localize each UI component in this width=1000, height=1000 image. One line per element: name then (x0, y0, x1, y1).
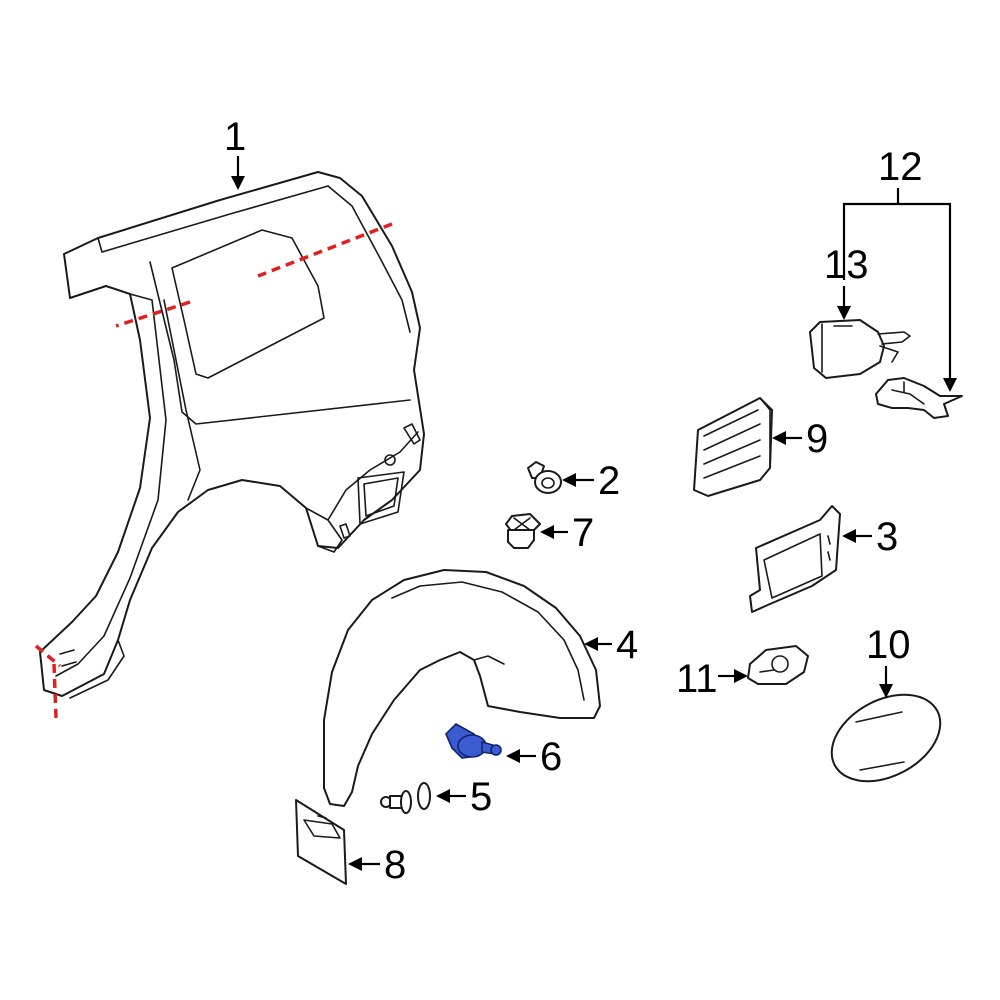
bolt-part[interactable] (527, 461, 562, 494)
callout-5-arrow (436, 789, 450, 803)
callout-4-label: 4 (616, 623, 638, 667)
callout-2-arrow (562, 473, 576, 487)
callout-10-label: 10 (866, 623, 911, 667)
lock-actuator-part[interactable] (809, 319, 911, 379)
callout-9[interactable]: 9 (772, 417, 828, 461)
callout-5[interactable]: 5 (436, 775, 492, 819)
quarter-panel[interactable] (39, 171, 425, 699)
callout-13-arrow (837, 306, 851, 320)
callout-9-label: 9 (806, 417, 828, 461)
callout-3-label: 3 (876, 515, 898, 559)
callout-7-arrow (540, 525, 554, 539)
callout-4-arrow (584, 637, 598, 651)
callout-8-arrow (348, 857, 362, 871)
callout-12-label: 12 (878, 145, 923, 189)
callout-7-label: 7 (572, 511, 594, 555)
callout-6-arrow (506, 749, 520, 763)
callout-7[interactable]: 7 (540, 511, 594, 555)
callout-3[interactable]: 3 (842, 515, 898, 559)
bracket-part[interactable] (295, 799, 347, 885)
panel-bracket-part[interactable] (749, 505, 841, 613)
callout-5-label: 5 (470, 775, 492, 819)
callout-10-arrow (879, 684, 893, 698)
callout-12[interactable]: 12 (842, 145, 957, 392)
latch-bracket-part[interactable] (875, 377, 963, 419)
callout-8-label: 8 (384, 843, 406, 887)
callout-13-label: 13 (824, 243, 869, 287)
callout-6[interactable]: 6 (506, 735, 562, 779)
callout-1-label: 1 (224, 115, 246, 159)
callout-11[interactable]: 11 (676, 657, 748, 701)
push-clip-part[interactable] (445, 723, 502, 759)
callout-6-label: 6 (540, 735, 562, 779)
callout-9-arrow (772, 431, 786, 445)
callout-12-arrow (943, 378, 957, 392)
vent-part[interactable] (693, 397, 773, 497)
callout-2-label: 2 (598, 459, 620, 503)
callout-11-label: 11 (676, 657, 718, 701)
callout-4[interactable]: 4 (584, 623, 638, 667)
callout-2[interactable]: 2 (562, 459, 620, 503)
callout-13[interactable]: 13 (824, 243, 869, 320)
screw-part[interactable] (380, 782, 431, 814)
callout-8[interactable]: 8 (348, 843, 406, 887)
fuel-door-part[interactable] (817, 677, 955, 799)
callout-1[interactable]: 1 (224, 115, 246, 190)
callout-10[interactable]: 10 (866, 623, 911, 698)
callout-11-arrow (734, 669, 748, 683)
housing-part[interactable] (747, 645, 809, 685)
callout-1-arrow (231, 176, 245, 190)
callout-3-arrow (842, 529, 856, 543)
wheel-liner-part[interactable] (323, 569, 601, 807)
cut-lines (34, 222, 393, 719)
clip-nut-part[interactable] (505, 513, 541, 549)
